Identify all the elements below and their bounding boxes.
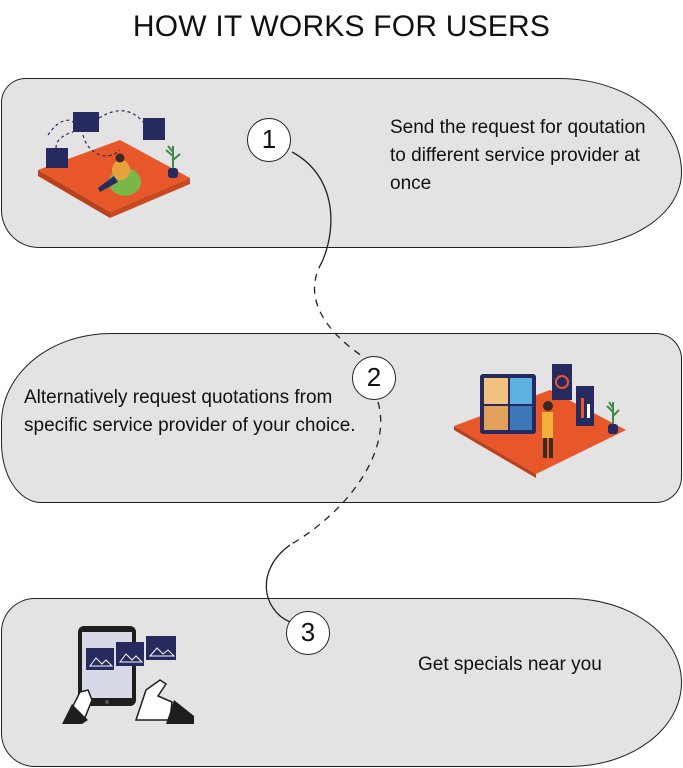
step-3-text: Get specials near you	[418, 654, 602, 675]
step-3-number: 3	[286, 611, 330, 655]
tablet-browsing-illustration	[62, 626, 194, 724]
step-1-number: 1	[247, 118, 291, 162]
page-title: HOW IT WORKS FOR USERS	[132, 10, 551, 43]
step-1-text: Send the request for qoutation to differ…	[390, 117, 646, 194]
step-2-text: Alternatively request quotations from sp…	[24, 387, 356, 436]
step-2-number: 2	[352, 356, 396, 400]
video-conference-illustration	[454, 364, 626, 478]
remote-network-illustration	[38, 110, 190, 218]
